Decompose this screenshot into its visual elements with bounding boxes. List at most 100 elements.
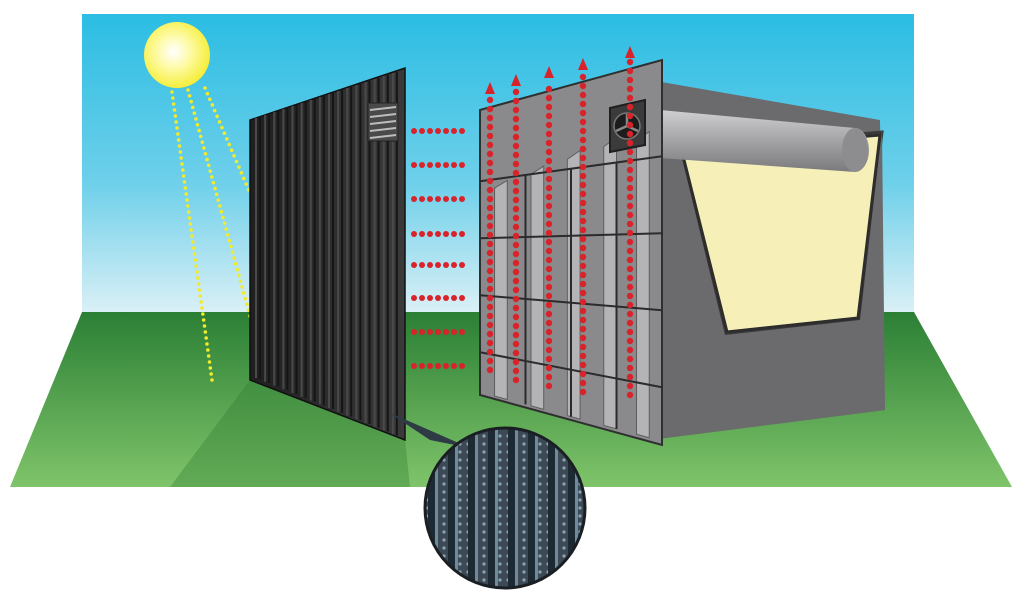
airflow-arrowhead bbox=[625, 46, 635, 58]
dot bbox=[545, 94, 553, 102]
dot bbox=[579, 100, 587, 108]
solar-ray bbox=[186, 88, 260, 347]
dot bbox=[211, 180, 216, 185]
dot bbox=[579, 388, 587, 396]
dot bbox=[486, 348, 494, 356]
dot bbox=[179, 156, 183, 160]
dot bbox=[427, 162, 433, 168]
dot bbox=[579, 316, 587, 324]
dot bbox=[206, 163, 211, 168]
dot bbox=[579, 118, 587, 126]
dot bbox=[512, 124, 520, 132]
dot bbox=[237, 273, 241, 278]
dot bbox=[512, 115, 520, 123]
dot bbox=[443, 196, 449, 202]
building-front-edge bbox=[650, 95, 885, 440]
dot bbox=[512, 151, 520, 159]
dot bbox=[579, 172, 587, 180]
dot bbox=[626, 364, 634, 372]
dot bbox=[191, 246, 196, 250]
dot bbox=[195, 122, 200, 127]
dot bbox=[512, 97, 520, 105]
dot bbox=[486, 222, 494, 230]
dot bbox=[486, 159, 494, 167]
magnifier-rib-highlight bbox=[535, 428, 538, 588]
dot bbox=[512, 277, 520, 285]
dot bbox=[545, 364, 553, 372]
dot bbox=[186, 88, 190, 92]
dot bbox=[626, 283, 634, 291]
dot bbox=[176, 138, 181, 142]
dot bbox=[545, 121, 553, 129]
dot bbox=[486, 213, 494, 221]
dot bbox=[512, 133, 520, 141]
dot bbox=[411, 262, 417, 268]
magnifier-rib-shadow bbox=[528, 428, 535, 588]
dot bbox=[626, 184, 634, 192]
dot bbox=[208, 169, 213, 173]
dot bbox=[227, 238, 232, 243]
dot bbox=[579, 379, 587, 387]
dot bbox=[512, 160, 520, 168]
dot bbox=[245, 302, 249, 307]
dot bbox=[171, 102, 176, 106]
dot bbox=[221, 215, 225, 220]
dot bbox=[579, 208, 587, 216]
dot bbox=[626, 67, 634, 75]
dot bbox=[512, 205, 520, 213]
airflow-row bbox=[411, 128, 465, 134]
dot bbox=[427, 128, 433, 134]
dot bbox=[626, 247, 634, 255]
dot bbox=[217, 120, 222, 124]
dot bbox=[459, 363, 465, 369]
dot bbox=[216, 198, 221, 202]
dot bbox=[196, 282, 201, 286]
dot bbox=[626, 328, 634, 336]
magnifier-rib-highlight bbox=[495, 428, 498, 588]
dot bbox=[427, 363, 433, 369]
dot bbox=[626, 337, 634, 345]
dot bbox=[545, 139, 553, 147]
dot bbox=[579, 253, 587, 261]
dot bbox=[234, 159, 239, 164]
dot bbox=[512, 268, 520, 276]
dot bbox=[626, 301, 634, 309]
dot bbox=[626, 175, 634, 183]
magnifier-rib-shadow bbox=[508, 428, 515, 588]
airflow-row bbox=[411, 329, 465, 335]
dot bbox=[218, 204, 222, 208]
dot bbox=[187, 93, 192, 98]
dot bbox=[198, 134, 203, 139]
dot bbox=[192, 252, 197, 256]
dot bbox=[545, 220, 553, 228]
dot bbox=[486, 339, 494, 347]
dot bbox=[427, 231, 433, 237]
perforated-cladding-detail-icon bbox=[423, 426, 587, 590]
dot bbox=[486, 123, 494, 131]
dot bbox=[244, 182, 248, 186]
wall-channel bbox=[603, 136, 617, 430]
dot bbox=[545, 166, 553, 174]
dot bbox=[512, 169, 520, 177]
dot bbox=[545, 265, 553, 273]
dot bbox=[512, 313, 520, 321]
dot bbox=[235, 267, 240, 272]
dot bbox=[210, 378, 214, 382]
supply-duct bbox=[660, 110, 869, 172]
airflow-column bbox=[485, 82, 495, 374]
dot bbox=[579, 127, 587, 135]
dot bbox=[626, 139, 634, 147]
dot bbox=[184, 192, 188, 196]
dot bbox=[626, 211, 634, 219]
dot bbox=[486, 141, 494, 149]
dot bbox=[579, 145, 587, 153]
dot bbox=[233, 262, 238, 266]
dot bbox=[579, 181, 587, 189]
dot bbox=[435, 128, 441, 134]
dot bbox=[512, 367, 520, 375]
dot bbox=[189, 99, 193, 104]
dot bbox=[171, 96, 175, 100]
airflow-arrowhead bbox=[578, 58, 588, 70]
dot bbox=[545, 301, 553, 309]
dot bbox=[486, 186, 494, 194]
